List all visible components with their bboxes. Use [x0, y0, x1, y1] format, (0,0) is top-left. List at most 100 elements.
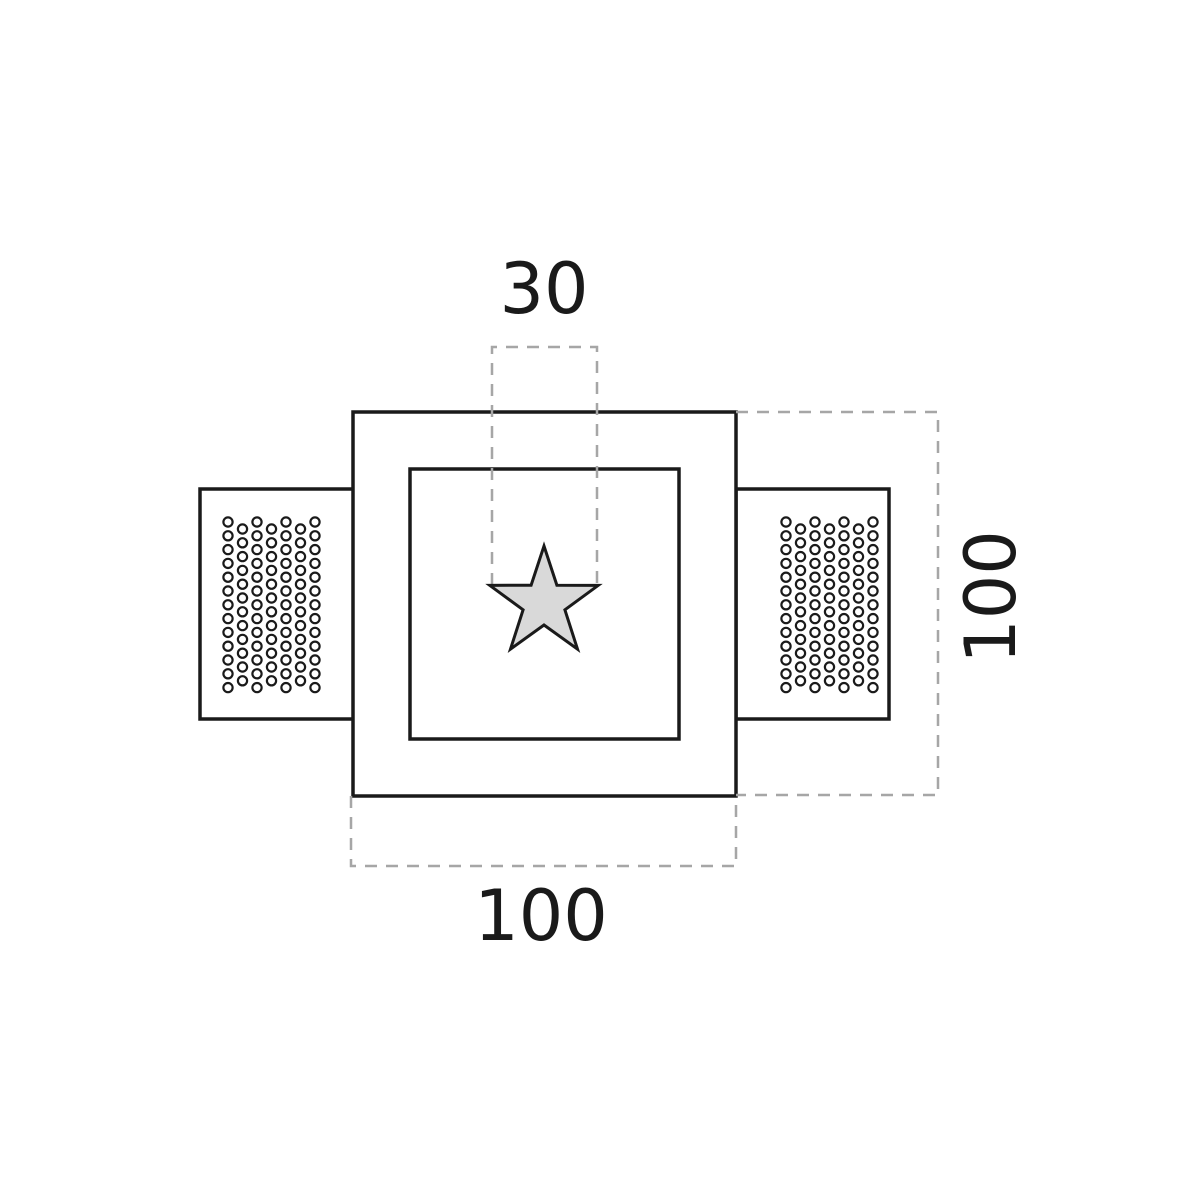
perforation-hole — [794, 523, 807, 535]
perforation-hole — [838, 626, 850, 639]
perforation-hole — [809, 585, 821, 597]
perforation-hole — [867, 681, 879, 694]
perforation-hole — [265, 675, 278, 687]
perforation-hole — [838, 612, 850, 625]
perforation-hole — [309, 681, 321, 694]
perforation-hole — [236, 537, 249, 549]
perforation-hole — [780, 599, 792, 611]
perforation-hole — [867, 668, 879, 680]
perforation-hole — [236, 523, 249, 535]
perforation-hole — [823, 606, 836, 618]
perforation-hole — [236, 675, 249, 687]
perforation-hole — [280, 626, 292, 639]
perforation-hole — [838, 516, 850, 528]
perforation-hole — [852, 619, 865, 632]
perforation-hole — [809, 681, 821, 694]
perforation-hole — [794, 675, 807, 687]
perforation-hole — [794, 564, 807, 577]
perforation-hole — [265, 633, 278, 646]
perforation-hole — [809, 599, 821, 611]
perforation-hole — [809, 516, 821, 528]
star-icon — [485, 541, 603, 653]
perforation-hole — [251, 626, 263, 639]
perforation-hole — [309, 626, 321, 639]
perforation-hole — [236, 661, 249, 673]
perforation-hole — [294, 550, 307, 563]
perforation-hole — [280, 543, 292, 556]
perforation-hole — [222, 626, 234, 639]
perforation-hole — [222, 585, 234, 597]
perforation-hole — [309, 516, 321, 528]
perforation-hole — [251, 571, 263, 583]
perforation-hole — [852, 550, 865, 563]
perforation-hole — [780, 530, 792, 542]
perforation-hole — [838, 585, 850, 597]
perforation-hole — [852, 661, 865, 673]
perforation-hole — [794, 606, 807, 618]
perforation-hole — [222, 516, 234, 528]
perforation-hole — [280, 571, 292, 583]
perforation-hole — [780, 585, 792, 597]
perforation-hole — [280, 530, 292, 542]
perforation-hole — [823, 550, 836, 563]
perforation-hole — [867, 654, 879, 666]
perforation-hole — [309, 543, 321, 556]
perforation-hole — [823, 619, 836, 632]
perforation-hole — [236, 550, 249, 563]
perforation-hole — [294, 633, 307, 646]
perforation-hole — [867, 585, 879, 597]
perforation-hole — [265, 578, 278, 590]
perforation-hole — [251, 612, 263, 625]
perforation-hole — [780, 668, 792, 680]
perforation-hole — [309, 654, 321, 666]
perforation-hole — [823, 661, 836, 673]
perforation-hole — [294, 606, 307, 618]
perforation-hole — [794, 661, 807, 673]
perforation-hole — [823, 564, 836, 577]
perforation-hole — [265, 564, 278, 577]
perforation-hole — [265, 661, 278, 673]
perforation-hole — [265, 592, 278, 604]
perforation-hole — [294, 647, 307, 659]
perforation-hole — [251, 640, 263, 652]
perforation-hole — [823, 633, 836, 646]
perforation-hole — [222, 530, 234, 542]
perforation-hole — [265, 606, 278, 618]
perforation-hole — [280, 654, 292, 666]
perforation-hole — [838, 668, 850, 680]
perforation-hole — [236, 619, 249, 632]
perforation-hole — [236, 606, 249, 618]
perforation-hole — [222, 668, 234, 680]
perforation-hole — [294, 675, 307, 687]
perforation-hole — [867, 557, 879, 570]
perforation-hole — [867, 612, 879, 625]
perforation-hole — [794, 592, 807, 604]
perforation-hole — [809, 557, 821, 570]
perforation-hole — [852, 647, 865, 659]
perforation-hole — [294, 619, 307, 632]
perforation-hole — [838, 557, 850, 570]
perforation-hole — [236, 564, 249, 577]
perforation-hole — [780, 571, 792, 583]
perforation-hole — [794, 537, 807, 549]
perforation-hole — [867, 516, 879, 528]
perforation-hole — [823, 647, 836, 659]
perforation-hole — [294, 592, 307, 604]
perforation-hole — [251, 530, 263, 542]
perforation-hole — [280, 516, 292, 528]
perforation-hole — [838, 571, 850, 583]
perforation-hole — [867, 626, 879, 639]
perforation-hole — [309, 668, 321, 680]
perforation-hole — [294, 661, 307, 673]
perforation-hole — [838, 681, 850, 694]
perforation-hole — [794, 578, 807, 590]
perforation-hole — [236, 578, 249, 590]
perforation-hole — [294, 523, 307, 535]
right-dimension-label: 100 — [950, 530, 1032, 664]
perforation-hole — [823, 537, 836, 549]
perforation-hole — [867, 599, 879, 611]
perforation-hole — [251, 681, 263, 694]
perforation-hole — [251, 516, 263, 528]
perforation-hole — [809, 543, 821, 556]
top-dimension-guide — [490, 345, 599, 585]
